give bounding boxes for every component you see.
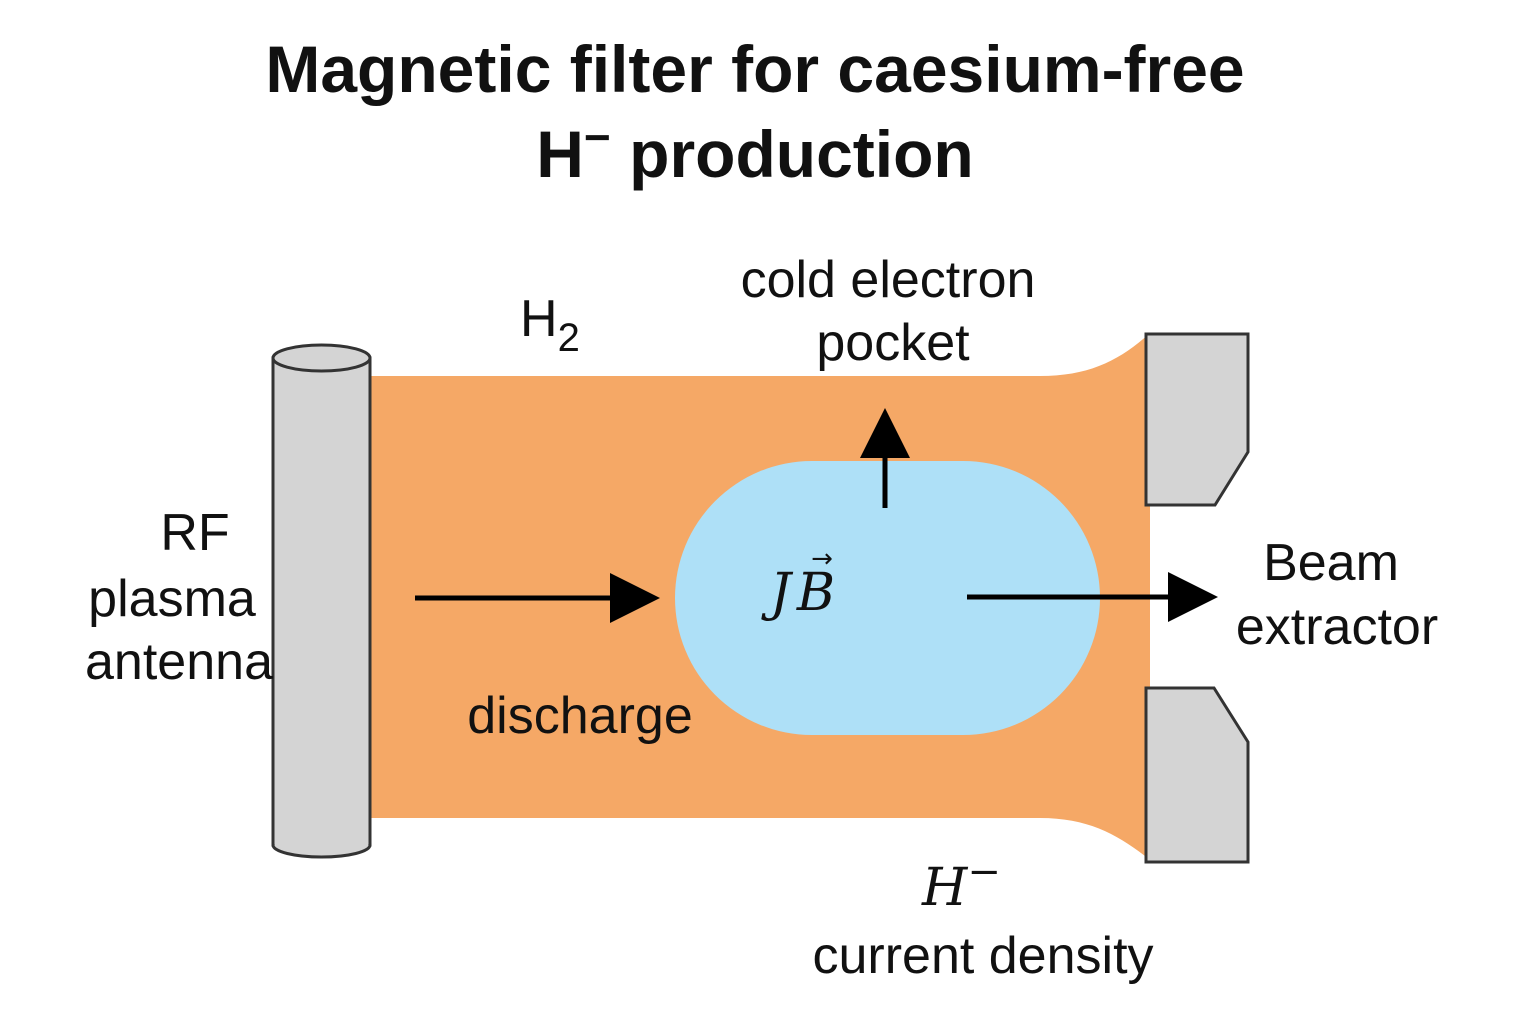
- rf-label-line-3: antenna: [85, 633, 273, 691]
- cold-pocket-label-line-2: pocket: [816, 314, 970, 372]
- title-line-1: Magnetic filter for caesium-free: [265, 32, 1244, 106]
- title-production-text: production: [611, 117, 974, 191]
- title-h-symbol: H: [536, 117, 584, 191]
- extractor-electrode-lower: [1144, 686, 1250, 864]
- hminus-superscript: −: [967, 849, 1001, 895]
- h2-label: H2: [520, 290, 580, 360]
- hminus-symbol: H: [921, 858, 969, 918]
- h2-symbol: H: [520, 290, 558, 348]
- cold-pocket-label-line-1: cold electron: [741, 251, 1036, 309]
- beam-extractor-label-line-1: Beam: [1263, 534, 1399, 592]
- cold-electron-pocket: [675, 461, 1100, 735]
- rf-label-line-1: RF: [160, 504, 229, 562]
- discharge-label: discharge: [467, 687, 692, 745]
- rf-label-line-2: plasma: [88, 570, 256, 628]
- jb-vector-arrow: →: [811, 544, 833, 574]
- jb-b-symbol: B: [796, 563, 835, 623]
- extractor-electrode-upper: [1144, 332, 1250, 507]
- current-density-label: current density: [812, 927, 1153, 985]
- title-h-superscript: −: [584, 111, 611, 163]
- rf-antenna-cylinder: [271, 343, 372, 859]
- beam-extractor-label-line-2: extractor: [1236, 598, 1438, 656]
- hminus-label: H−: [921, 849, 1001, 918]
- h2-subscript: 2: [558, 316, 580, 360]
- title-line-2: H− production: [536, 111, 973, 191]
